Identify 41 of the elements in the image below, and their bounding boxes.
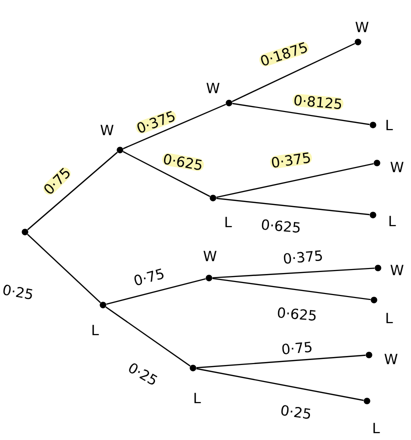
outcome-label: W [356,22,368,32]
branch-line [122,104,226,150]
branch-line [196,368,364,401]
outcome-label: W [204,250,216,262]
probability-label: 0·75 [280,340,314,356]
outcome-label: W [390,264,404,276]
branch-line [216,198,370,216]
outcome-label: L [389,216,396,226]
probability-label: 0·25 [278,403,314,421]
probability-label: 0·8125 [292,94,344,110]
branch-line [27,234,101,304]
outcome-label: L [194,392,201,404]
branch-line [196,354,366,368]
probability-label: 0·25 [0,282,36,302]
outcome-label: L [386,312,393,324]
probability-label: 0·625 [162,153,204,171]
branch-line [106,278,206,305]
probability-label: 0·75 [131,266,167,288]
probability-label: 0·25 [126,360,160,388]
probability-label: 0·625 [275,306,318,322]
branch-line [232,102,370,126]
probability-label: 0·375 [270,152,312,168]
branch-line [122,151,210,197]
branch-line [232,42,356,102]
probability-label: 0·625 [260,218,302,234]
branch-line [216,163,374,198]
branch-line [212,278,371,300]
probability-label: 0·1875 [261,42,307,66]
outcome-label: L [386,120,393,130]
outcome-label: L [225,216,232,228]
branch-line [105,306,191,367]
branch-line [27,152,118,230]
outcome-label: W [100,124,114,136]
outcome-label: L [373,422,380,434]
probability-label: 0·375 [282,248,324,266]
outcome-label: W [206,82,220,94]
branch-line [212,268,375,278]
outcome-label: W [384,354,398,364]
outcome-label: L [92,324,99,336]
outcome-label: W [390,162,404,172]
probability-label: 0·375 [137,111,175,133]
